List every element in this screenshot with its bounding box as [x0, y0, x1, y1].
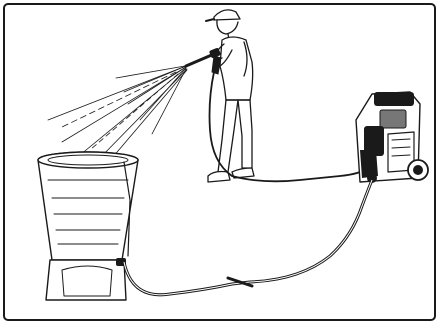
- spray-gun: [186, 47, 221, 74]
- supply-hose: [124, 180, 372, 295]
- pressure-washer: [356, 92, 428, 183]
- water-spray: [48, 66, 187, 160]
- rain-barrel: [38, 152, 138, 300]
- person-figure: [206, 10, 254, 182]
